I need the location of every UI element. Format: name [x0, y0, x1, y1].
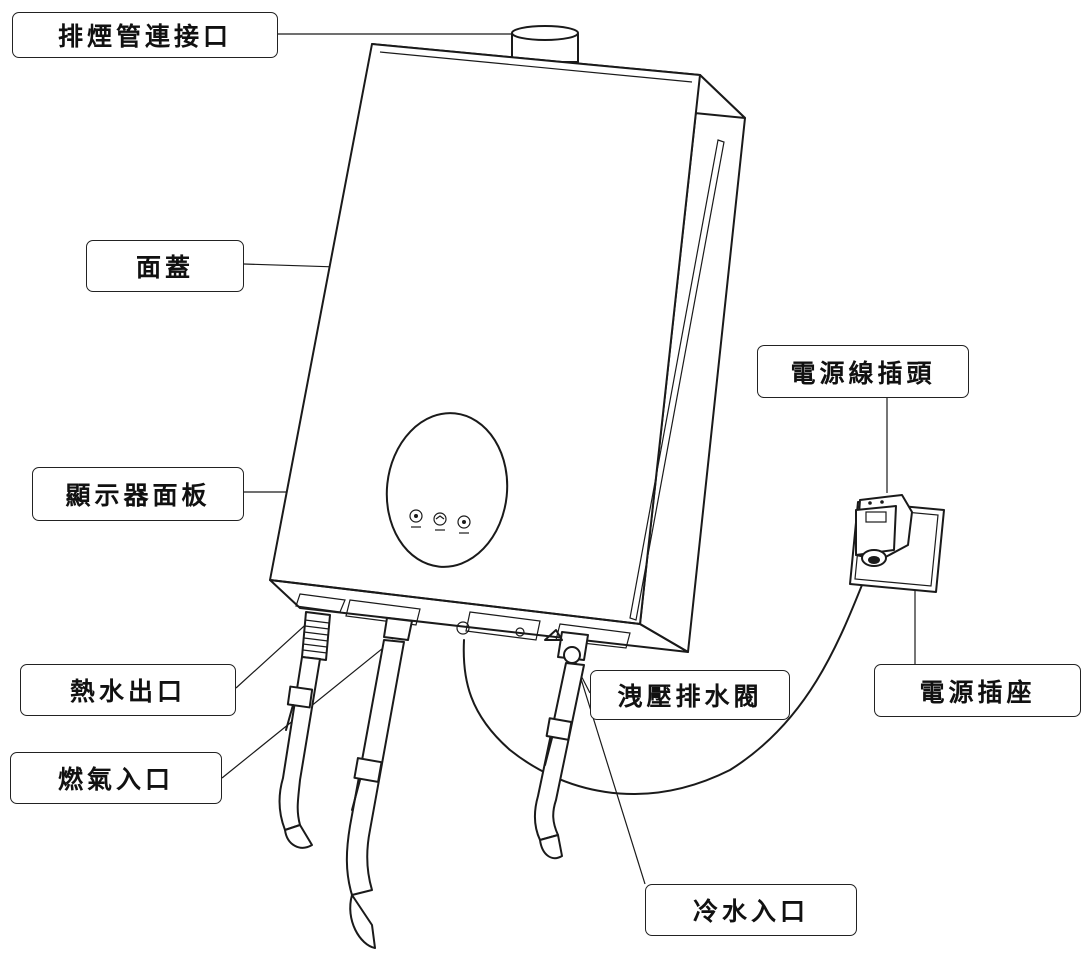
knob-icon-left [409, 509, 423, 528]
cold-water-pipe [533, 629, 589, 860]
hot-water-pipe [278, 611, 331, 849]
power-plug-graphic [855, 494, 913, 567]
display-panel [385, 412, 509, 568]
side-slot [629, 139, 725, 621]
label-flue-connector: 排煙管連接口 [12, 12, 278, 58]
knob-icon-right [457, 515, 471, 534]
label-gas-inlet: 燃氣入口 [10, 752, 222, 804]
gas-pipe [345, 617, 413, 949]
heater-bottom-lip [269, 579, 689, 653]
leader-hot [235, 617, 314, 689]
label-cold-water-inlet: 冷水入口 [645, 884, 857, 936]
knob-icon-center [433, 512, 447, 531]
label-hot-water-outlet: 熱水出口 [20, 664, 236, 716]
leader-cold [571, 649, 646, 885]
label-power-socket: 電源插座 [874, 664, 1081, 717]
flue-connector [511, 25, 579, 63]
label-front-cover: 面蓋 [86, 240, 244, 292]
label-pressure-relief-valve: 洩壓排水閥 [590, 670, 790, 720]
power-cable [462, 569, 869, 795]
label-power-plug: 電源線插頭 [757, 345, 969, 398]
bottom-fittings [295, 593, 631, 649]
label-display-panel: 顯示器面板 [32, 467, 244, 521]
